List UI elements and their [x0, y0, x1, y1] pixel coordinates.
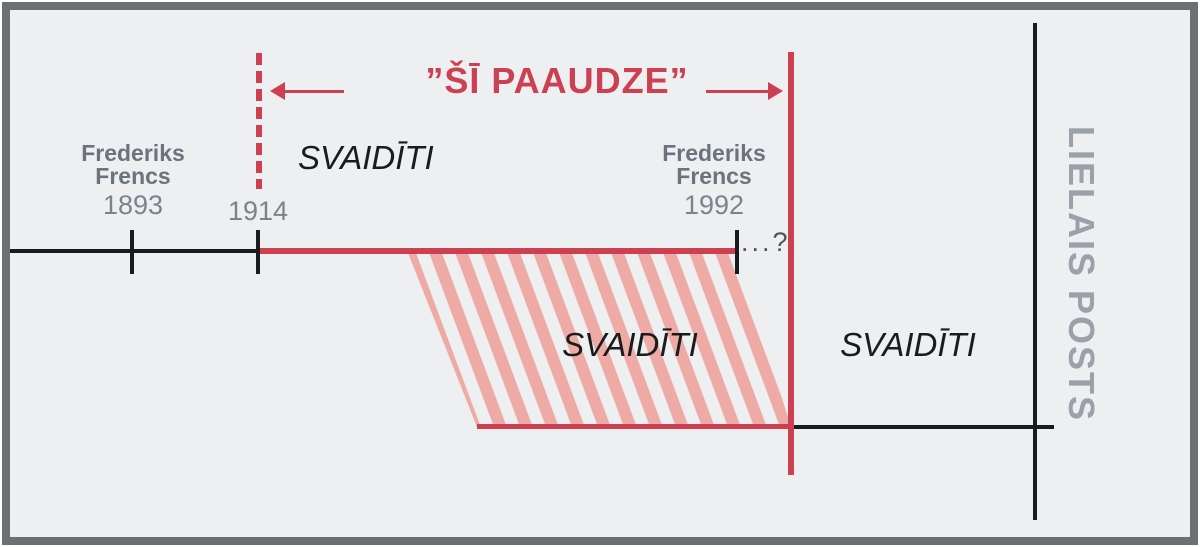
- generation-start-dashed-line: [256, 53, 262, 189]
- timeline-continuation-label: ...?: [741, 227, 791, 257]
- tick-1914: [256, 230, 260, 274]
- tick-1893: [130, 230, 134, 274]
- person-label-left: Frederiks Frencs 1893: [63, 142, 203, 219]
- anointed-label-during: SVAIDĪTI: [562, 326, 698, 363]
- anointed-label-after: SVAIDĪTI: [840, 326, 976, 363]
- lower-timeline-red-segment: [477, 424, 791, 429]
- person-left-name-line1: Frederiks: [81, 140, 185, 166]
- timeline-black-segment: [10, 249, 258, 253]
- right-arrow-line: [706, 90, 769, 93]
- great-tribulation-label: LIELAIS POSTS: [1061, 126, 1102, 423]
- right-arrow-icon: [768, 82, 783, 100]
- left-arrow-icon: [270, 82, 285, 100]
- person-right-year: 1992: [683, 190, 745, 220]
- timeline-red-segment: [258, 248, 737, 254]
- person-left-name-line2: Frencs: [95, 163, 171, 189]
- person-right-name-line2: Frencs: [676, 163, 752, 189]
- great-tribulation-line: [1033, 23, 1037, 520]
- person-label-right: Frederiks Frencs 1992: [644, 142, 784, 219]
- generation-end-solid-line: [788, 52, 794, 475]
- anointed-label-before: SVAIDĪTI: [298, 139, 434, 176]
- person-left-year: 1893: [102, 190, 164, 220]
- lower-timeline-black-segment: [794, 425, 1054, 429]
- left-arrow-line: [277, 90, 344, 93]
- start-year-label: 1914: [227, 196, 289, 226]
- tick-1992: [735, 230, 739, 274]
- diagram-title: ”ŠĪ PAAUDZE”: [425, 60, 689, 101]
- person-right-name-line1: Frederiks: [662, 140, 766, 166]
